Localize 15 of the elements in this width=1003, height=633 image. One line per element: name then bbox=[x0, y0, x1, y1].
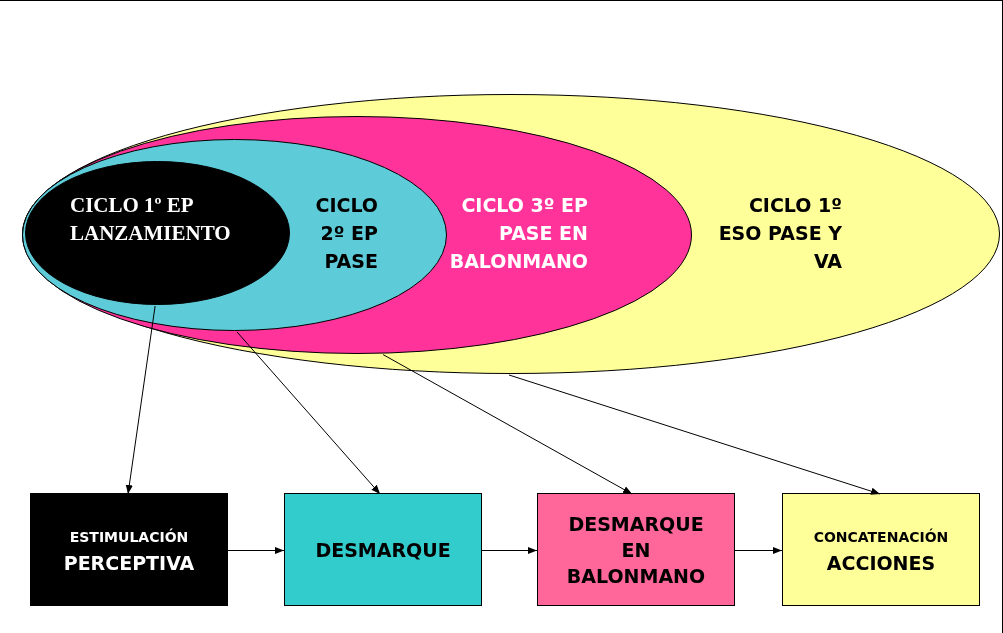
arrow bbox=[734, 546, 783, 555]
cycle-label: CICLO 1º ESO PASE Y VA bbox=[717, 193, 842, 274]
arrow bbox=[236, 331, 381, 495]
cycle-label: CICLO 3º EP PASE EN BALONMANO bbox=[448, 193, 588, 274]
cycle-label: CICLO 1º EP LANZAMIENTO bbox=[70, 192, 232, 247]
arrow bbox=[508, 374, 881, 495]
process-box: DESMARQUE bbox=[284, 493, 482, 606]
process-box: CONCATENACIÓN ACCIONES bbox=[782, 493, 980, 606]
arrow bbox=[125, 305, 156, 495]
arrow bbox=[481, 546, 538, 555]
cycle-label: CICLO 2º EP PASE bbox=[314, 193, 378, 274]
arrow bbox=[382, 354, 633, 495]
process-box: DESMARQUE EN BALONMANO bbox=[537, 493, 735, 606]
process-box: ESTIMULACIÓN PERCEPTIVA bbox=[30, 493, 228, 606]
arrow bbox=[227, 546, 285, 555]
